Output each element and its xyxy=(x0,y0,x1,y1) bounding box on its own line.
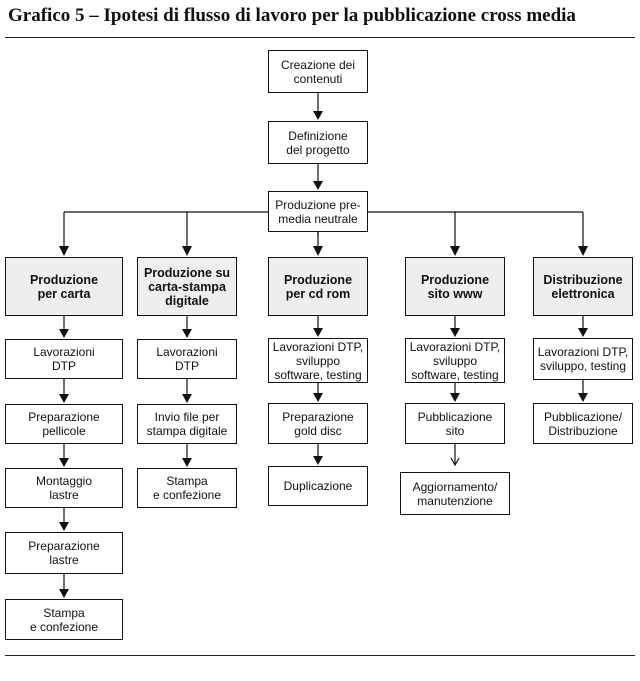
arrowhead xyxy=(182,458,192,467)
node-produzione-carta-stampa-digitale: Produzione su carta-stampa digitale xyxy=(137,257,237,316)
node-distribuzione-elettronica: Distribuzione elettronica xyxy=(533,257,633,316)
arrowhead xyxy=(450,246,460,256)
node-produzione-premedia: Produzione pre- media neutrale xyxy=(268,191,368,232)
arrowhead xyxy=(578,328,588,337)
node-produzione-per-cd-rom: Produzione per cd rom xyxy=(268,257,368,316)
node-c2-stampa-confezione: Stampa e confezione xyxy=(137,468,237,508)
arrowhead xyxy=(313,181,323,190)
arrowhead xyxy=(59,458,69,467)
node-montaggio-lastre: Montaggio lastre xyxy=(5,468,123,508)
arrowhead xyxy=(182,394,192,403)
arrowhead xyxy=(313,328,323,337)
node-preparazione-gold-disc: Preparazione gold disc xyxy=(268,403,368,444)
node-creazione-contenuti: Creazione dei contenuti xyxy=(268,50,368,93)
node-duplicazione: Duplicazione xyxy=(268,466,368,506)
arrowhead xyxy=(450,328,460,337)
arrowhead xyxy=(59,394,69,403)
arrowhead xyxy=(313,246,323,256)
node-c2-lavorazioni-dtp: Lavorazioni DTP xyxy=(137,339,237,379)
arrowhead xyxy=(578,393,588,402)
node-c1-stampa-confezione: Stampa e confezione xyxy=(5,599,123,640)
arrowhead xyxy=(450,393,460,402)
arrowhead xyxy=(59,246,69,256)
node-aggiornamento-manutenzione: Aggiornamento/ manutenzione xyxy=(400,472,510,515)
node-preparazione-lastre: Preparazione lastre xyxy=(5,532,123,574)
arrowhead xyxy=(313,456,323,465)
open-arrowhead xyxy=(450,457,460,467)
node-c4-lavorazioni-sviluppo: Lavorazioni DTP, sviluppo software, test… xyxy=(405,338,505,383)
bottom-rule xyxy=(5,655,635,656)
node-preparazione-pellicole: Preparazione pellicole xyxy=(5,404,123,444)
node-pubblicazione-sito: Pubblicazione sito xyxy=(405,403,505,444)
node-c5-lavorazioni-sviluppo: Lavorazioni DTP, sviluppo, testing xyxy=(533,338,633,380)
node-definizione-progetto: Definizione del progetto xyxy=(268,121,368,164)
arrowhead xyxy=(59,522,69,531)
arrowhead xyxy=(182,246,192,256)
arrowhead xyxy=(578,246,588,256)
node-c1-lavorazioni-dtp: Lavorazioni DTP xyxy=(5,339,123,379)
node-produzione-sito-www: Produzione sito www xyxy=(405,257,505,316)
node-produzione-per-carta: Produzione per carta xyxy=(5,257,123,316)
node-c3-lavorazioni-sviluppo: Lavorazioni DTP, sviluppo software, test… xyxy=(268,338,368,383)
arrowhead xyxy=(59,329,69,338)
arrowhead xyxy=(313,393,323,402)
arrowhead xyxy=(182,329,192,338)
top-rule xyxy=(5,37,635,38)
page-title: Grafico 5 – Ipotesi di flusso di lavoro … xyxy=(8,5,576,26)
node-pubblicazione-distribuzione: Pubblicazione/ Distribuzione xyxy=(533,403,633,444)
arrowhead xyxy=(313,111,323,120)
arrowhead xyxy=(59,589,69,598)
node-invio-file-stampa-digitale: Invio file per stampa digitale xyxy=(137,404,237,444)
